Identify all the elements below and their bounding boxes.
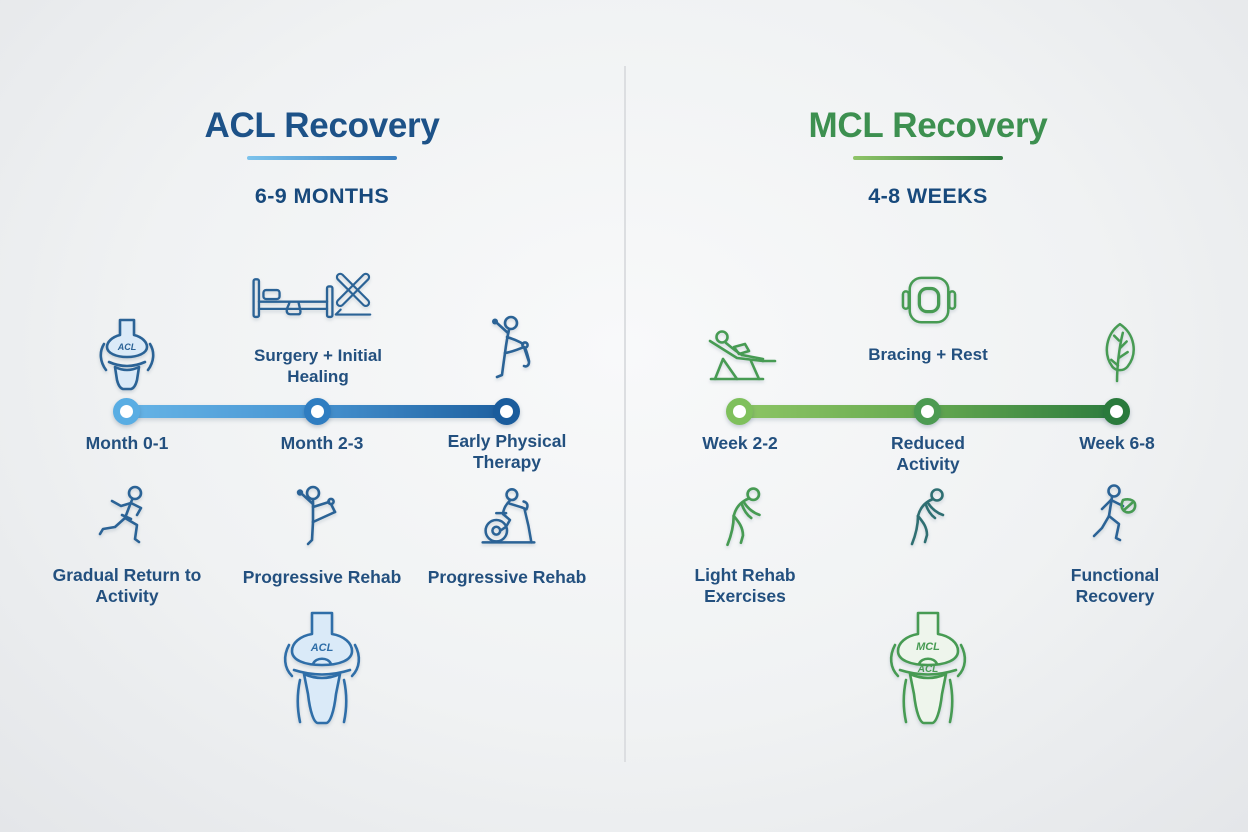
exercise-bike-person-icon [471,484,545,554]
running-person-icon [91,484,163,556]
acl-node2-description: Surgery + Initial Healing [253,346,382,386]
leaf-icon [1091,320,1145,388]
acl-timeline-node-3 [493,398,520,425]
mcl-title: MCL Recovery [808,106,1048,145]
acl-node3-label: Early Physical Therapy [447,431,567,472]
mcl-activity1-label: Light Rehab Exercises [694,565,796,606]
mcl-node2-description: Bracing + Rest [868,345,988,364]
acl-activity2-label: Progressive Rehab [242,567,402,587]
acl-activity3-label: Progressive Rehab [427,567,587,587]
mcl-knee-diagram: MCL ACL [888,611,968,727]
mcl-node3-label: Week 6-8 [1079,433,1155,453]
acl-title: ACL Recovery [204,106,440,145]
mcl-timeline-node-2 [914,398,941,425]
hospital-bed-icon [250,272,336,326]
walking-leaf-person-icon [1081,482,1149,554]
leg-raise-person-icon [286,484,358,556]
acl-timeline-node-1 [113,398,140,425]
knee-joint-icon: ACL [95,318,159,392]
mcl-knee-label-top: MCL [916,641,940,653]
acl-knee-diagram: ACL [282,611,362,727]
vertical-divider [624,66,626,762]
acl-duration: 6-9 MONTHS [254,184,390,208]
physio-exercise-person-icon [471,314,543,392]
mcl-knee-label-bottom: ACL [917,664,939,675]
acl-node2-label: Month 2-3 [280,433,364,453]
mcl-duration: 4-8 WEEKS [868,184,988,208]
mcl-node2-label: Reduced Activity [891,433,965,474]
acl-timeline-node-2 [304,398,331,425]
knee-brace-icon [900,274,958,328]
bending-person-icon [711,484,777,554]
acl-knee-label: ACL [310,642,334,654]
mcl-activity3-label: Functional Recovery [1070,565,1160,606]
svg-text:ACL: ACL [117,342,137,352]
crossed-scalpels-icon [330,266,376,322]
bending-person-icon [896,484,960,554]
mcl-timeline-node-1 [726,398,753,425]
mcl-node1-label: Week 2-2 [702,433,778,453]
acl-node1-label: Month 0-1 [85,433,169,453]
acl-title-underline [247,156,397,160]
mcl-timeline-node-3 [1103,398,1130,425]
acl-activity1-label: Gradual Return to Activity [52,565,202,606]
mcl-title-underline [853,156,1003,160]
lounge-rest-person-icon [700,326,786,388]
